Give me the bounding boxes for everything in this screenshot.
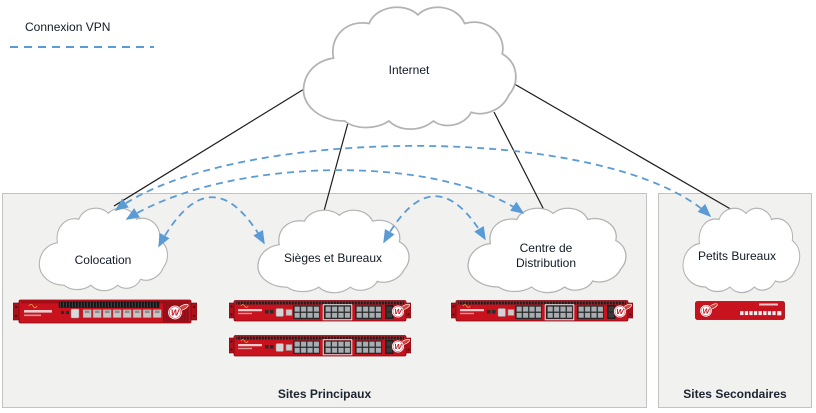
firewall-appliance-centre: [451, 301, 633, 322]
link-internet-sieges: [323, 107, 353, 212]
firewall-appliance-sieges-1: [229, 301, 411, 322]
zone-label-secondary: Sites Secondaires: [683, 387, 787, 401]
colocation-cloud: [38, 207, 169, 292]
vpn-dash-sample-line: [10, 46, 154, 48]
firewall-appliance-petits: [696, 302, 785, 320]
vpn-connections: [114, 144, 712, 248]
internet-links: [113, 77, 735, 212]
zone-label-principal: Sites Principaux: [277, 387, 372, 401]
centre-label-line1: Centre de: [520, 241, 573, 255]
petits-label: Petits Bureaux: [698, 249, 776, 263]
internet-label: Internet: [389, 63, 430, 77]
vpn-colocation-sieges: [158, 196, 265, 248]
centre-label-line2: Distribution: [516, 256, 576, 270]
legend: Connexion VPN: [0, 0, 200, 60]
vpn-colocation-petits: [114, 144, 712, 218]
link-internet-petits: [503, 77, 735, 212]
link-internet-centre: [493, 111, 545, 211]
link-internet-colocation: [113, 77, 323, 207]
legend-label: Connexion VPN: [25, 20, 111, 34]
firewall-appliance-colocation: [13, 300, 197, 323]
firewall-appliance-sieges-2: [229, 336, 411, 357]
colocation-label: Colocation: [75, 253, 132, 267]
vpn-colocation-centre: [125, 169, 525, 220]
sieges-label: Sièges et Bureaux: [284, 251, 382, 265]
